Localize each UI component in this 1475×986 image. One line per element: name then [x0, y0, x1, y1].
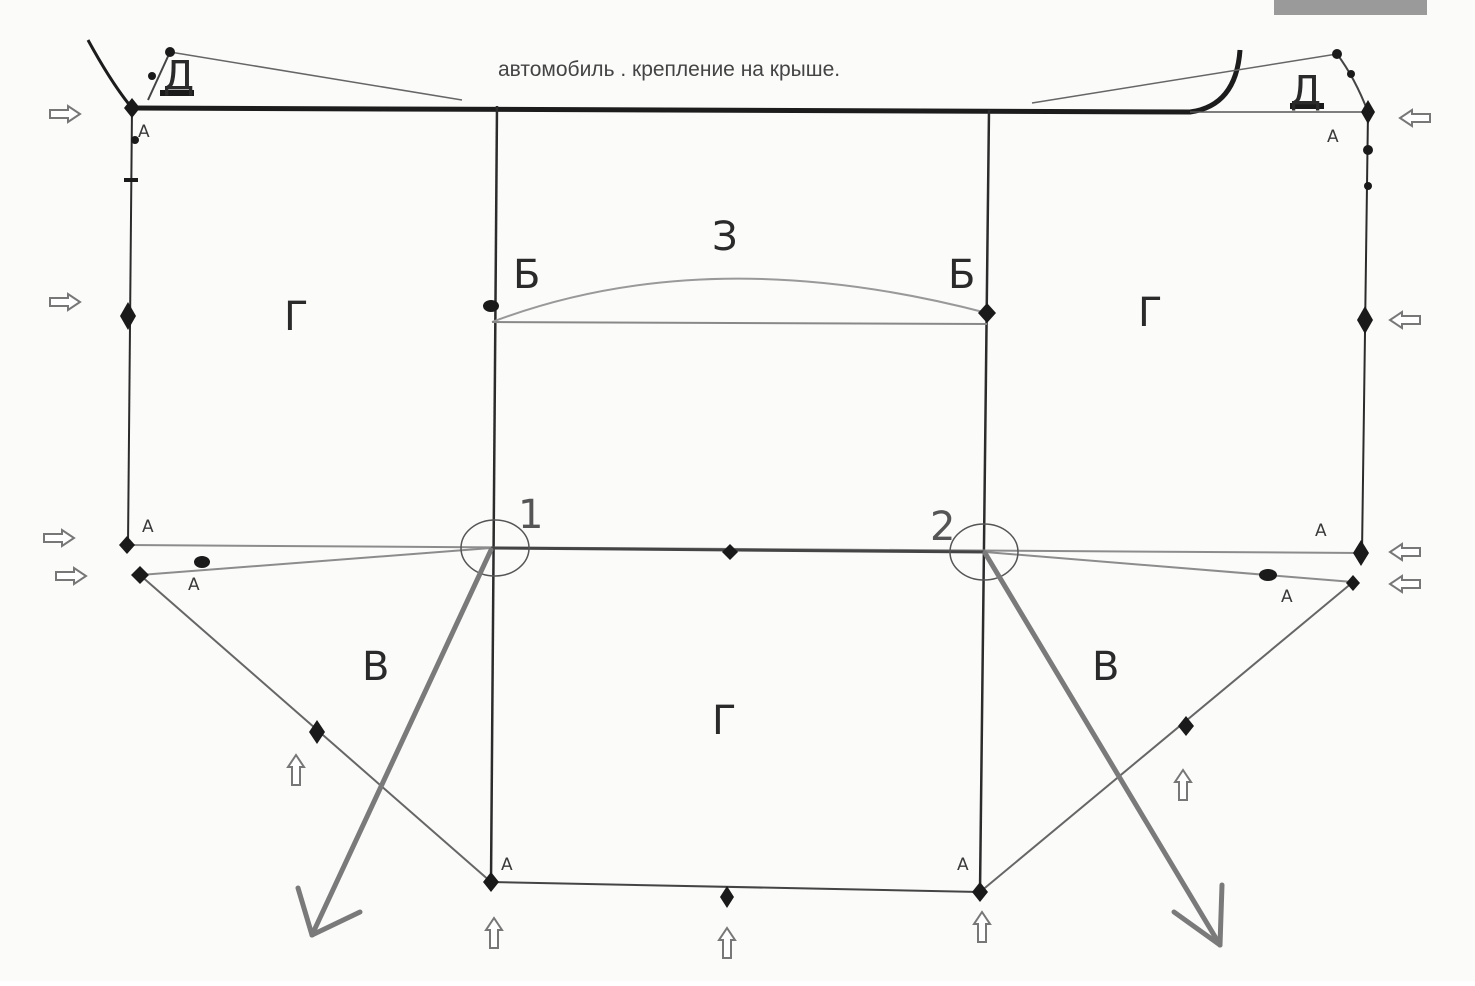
- hollow-arrow-icon: [1389, 311, 1421, 329]
- node-diamond-icon: [1363, 145, 1373, 155]
- z-base: [491, 321, 988, 325]
- label-a: А: [1327, 127, 1339, 147]
- label-a: А: [138, 122, 150, 142]
- node-diamond-icon: [131, 136, 139, 144]
- node-diamond-icon: [483, 872, 499, 892]
- label-a: А: [501, 855, 513, 875]
- node-diamond-icon: [124, 178, 138, 182]
- hollow-arrow-icon: [49, 105, 81, 123]
- hollow-arrow-icon: [1174, 769, 1192, 801]
- label-joint-2: 2: [930, 504, 955, 550]
- hollow-arrow-icon: [1389, 575, 1421, 593]
- left-roof-hook: [86, 39, 134, 109]
- node-diamond-icon: [1259, 569, 1277, 581]
- label-a: А: [188, 575, 200, 595]
- label-b-left: Б: [513, 252, 540, 298]
- svg-text:Д: Д: [1290, 68, 1321, 114]
- node-diamond-icon: [1346, 575, 1360, 591]
- node-diamond-icon: [720, 886, 734, 908]
- hollow-arrow-icon: [718, 927, 736, 959]
- left-d-bracket: Д: [160, 53, 194, 99]
- node-diamond-icon: [131, 566, 149, 584]
- hollow-arrow-icon: [43, 529, 75, 547]
- label-a: А: [957, 855, 969, 875]
- hollow-arrow-icon: [49, 293, 81, 311]
- node-diamond-icon: [309, 720, 325, 744]
- hollow-arrow-icon: [1399, 109, 1431, 127]
- node-diamond-icon: [148, 72, 156, 80]
- node-diamond-icon: [165, 47, 175, 57]
- nodes: [119, 47, 1375, 908]
- node-diamond-icon: [972, 882, 988, 902]
- hollow-arrow-icon: [973, 911, 991, 943]
- right-diagonal: [979, 581, 1354, 893]
- node-diamond-icon: [1353, 540, 1369, 566]
- label-a: А: [142, 517, 154, 537]
- node-diamond-icon: [194, 556, 210, 568]
- right-lower-bracket: [984, 551, 1354, 583]
- hollow-arrow-icon: [485, 917, 503, 949]
- z-curve: [491, 277, 988, 323]
- label-g-left: Г: [284, 294, 308, 340]
- left-strap-leg: [147, 51, 171, 101]
- node-diamond-icon: [1364, 182, 1372, 190]
- node-diamond-icon: [483, 300, 499, 312]
- node-diamond-icon: [1178, 716, 1194, 736]
- label-a: А: [1315, 521, 1327, 541]
- node-diamond-icon: [119, 536, 135, 554]
- bottom-bar: [490, 881, 981, 893]
- label-a: А: [1281, 587, 1293, 607]
- right-strap: [1031, 53, 1338, 104]
- left-strap: [169, 51, 463, 101]
- node-diamond-icon: [1332, 49, 1342, 59]
- label-v-left: В: [362, 644, 389, 690]
- caption: автомобиль . крепление на крыше.: [498, 58, 840, 81]
- right-force-vector: [982, 550, 1225, 948]
- hollow-arrow-icon: [287, 754, 305, 786]
- svg-text:Д: Д: [163, 53, 194, 99]
- node-diamond-icon: [1357, 306, 1373, 334]
- right-strap-leg: [1336, 53, 1369, 113]
- left-force-vector: [295, 547, 494, 938]
- node-diamond-icon: [124, 98, 140, 118]
- label-g-right: Г: [1138, 290, 1162, 336]
- node-diamond-icon: [1347, 70, 1355, 78]
- node-diamond-icon: [1361, 100, 1375, 124]
- inner-left-post: [489, 105, 499, 883]
- node-diamond-icon: [722, 544, 738, 560]
- hollow-arrow-icon: [55, 567, 87, 585]
- right-d-bracket: Д: [1290, 68, 1324, 114]
- inner-right-post: [978, 109, 991, 893]
- corner-box: [1274, 0, 1427, 15]
- label-z: З: [712, 214, 738, 260]
- left-lower-bracket: [139, 547, 492, 576]
- joint-1-circle: [460, 519, 530, 577]
- joint-2-circle: [949, 523, 1019, 581]
- mid-bar-inner: [490, 546, 986, 554]
- node-diamond-icon: [120, 302, 136, 330]
- hollow-arrow-icon: [1389, 543, 1421, 561]
- node-diamond-icon: [978, 303, 996, 323]
- label-v-right: В: [1092, 644, 1119, 690]
- label-b-right: Б: [948, 252, 975, 298]
- label-g-bottom: Г: [712, 698, 736, 744]
- label-joint-1: 1: [518, 492, 543, 538]
